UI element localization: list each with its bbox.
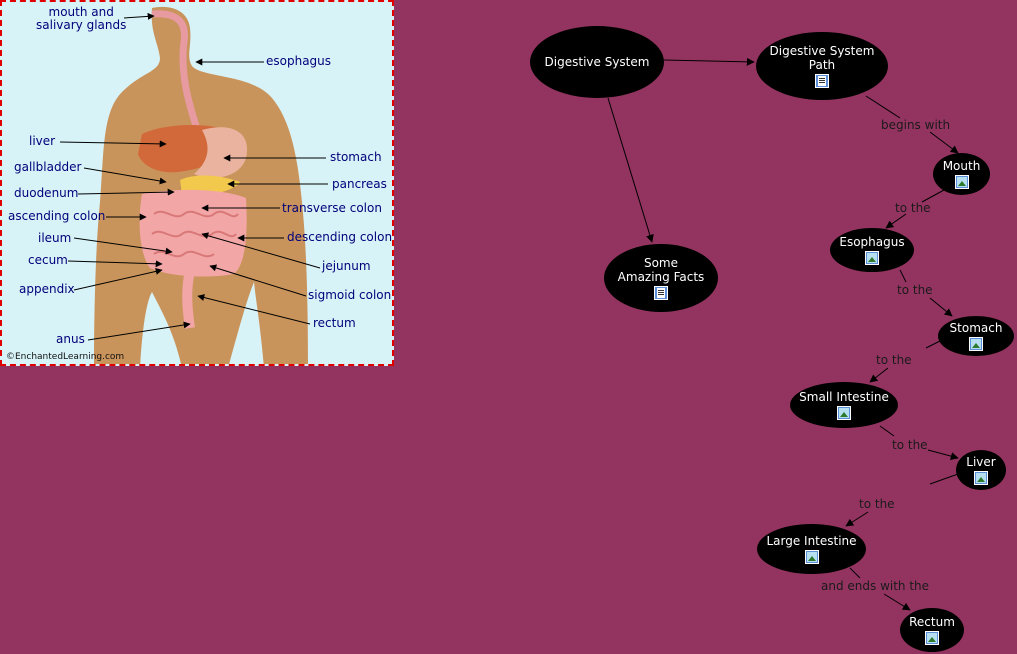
image-icon[interactable] — [837, 406, 851, 420]
label-descending-colon: descending colon — [287, 230, 393, 244]
node-rectum-label: Rectum — [909, 615, 955, 629]
node-liver-label: Liver — [966, 455, 996, 469]
label-liver: liver — [29, 134, 56, 148]
label-gallbladder: gallbladder — [14, 160, 82, 174]
label-cecum: cecum — [28, 253, 68, 267]
node-esophagus[interactable]: Esophagus — [830, 228, 914, 272]
node-digestive-system[interactable]: Digestive System — [530, 26, 664, 98]
image-icon[interactable] — [954, 175, 969, 189]
image-icon[interactable] — [865, 251, 879, 265]
node-rectum[interactable]: Rectum — [900, 608, 964, 652]
label-appendix: appendix — [19, 282, 75, 296]
label-transverse-colon: transverse colon — [282, 201, 382, 215]
document-icon[interactable] — [654, 286, 668, 300]
label-esophagus: esophagus — [266, 54, 332, 68]
rectum-tube — [182, 262, 197, 329]
esophagus-tube — [151, 10, 202, 134]
link-to-the-5: to the — [859, 497, 895, 511]
node-mouth-label: Mouth — [942, 159, 981, 173]
node-stomach-label: Stomach — [949, 321, 1003, 335]
node-digestive-system-path[interactable]: Digestive System Path — [756, 32, 888, 100]
node-esophagus-label: Esophagus — [839, 235, 905, 249]
stomach-shape — [194, 127, 248, 178]
label-ascending-colon: ascending colon — [8, 209, 106, 223]
label-stomach: stomach — [330, 150, 382, 164]
link-to-the-1: to the — [895, 201, 931, 215]
anatomy-illustration — [59, 6, 328, 364]
digestive-anatomy-figure: mouth and salivary glands esophagus live… — [0, 0, 394, 366]
image-icon[interactable] — [804, 550, 819, 564]
label-anus: anus — [56, 332, 85, 346]
label-jejunum: jejunum — [322, 259, 371, 273]
node-stomach[interactable]: Stomach — [938, 316, 1014, 356]
link-begins-with: begins with — [881, 118, 951, 132]
node-facts-label: Some Amazing Facts — [617, 256, 705, 284]
label-sigmoid-colon: sigmoid colon — [308, 288, 392, 302]
node-large-intestine-label: Large Intestine — [766, 534, 857, 548]
document-icon[interactable] — [815, 74, 829, 88]
label-pancreas: pancreas — [332, 177, 387, 191]
image-icon[interactable] — [969, 337, 983, 351]
label-duodenum: duodenum — [14, 186, 79, 200]
label-rectum: rectum — [313, 316, 356, 330]
node-mouth[interactable]: Mouth — [933, 153, 990, 195]
node-amazing-facts[interactable]: Some Amazing Facts — [604, 244, 718, 312]
node-liver[interactable]: Liver — [956, 450, 1006, 490]
link-to-the-4: to the — [892, 438, 928, 452]
node-small-intestine-label: Small Intestine — [799, 390, 889, 404]
link-ends-with: and ends with the — [821, 579, 930, 593]
node-digestive-system-label: Digestive System — [544, 55, 650, 69]
image-icon[interactable] — [974, 471, 988, 485]
link-to-the-2: to the — [897, 283, 933, 297]
node-large-intestine[interactable]: Large Intestine — [757, 524, 866, 574]
node-small-intestine[interactable]: Small Intestine — [790, 382, 898, 428]
label-mouth: mouth and salivary glands — [36, 5, 127, 32]
link-to-the-3: to the — [876, 353, 912, 367]
node-path-label: Digestive System Path — [769, 44, 875, 72]
label-ileum: ileum — [38, 231, 72, 245]
image-icon[interactable] — [925, 631, 939, 645]
credit-text: ©EnchantedLearning.com — [6, 352, 125, 362]
